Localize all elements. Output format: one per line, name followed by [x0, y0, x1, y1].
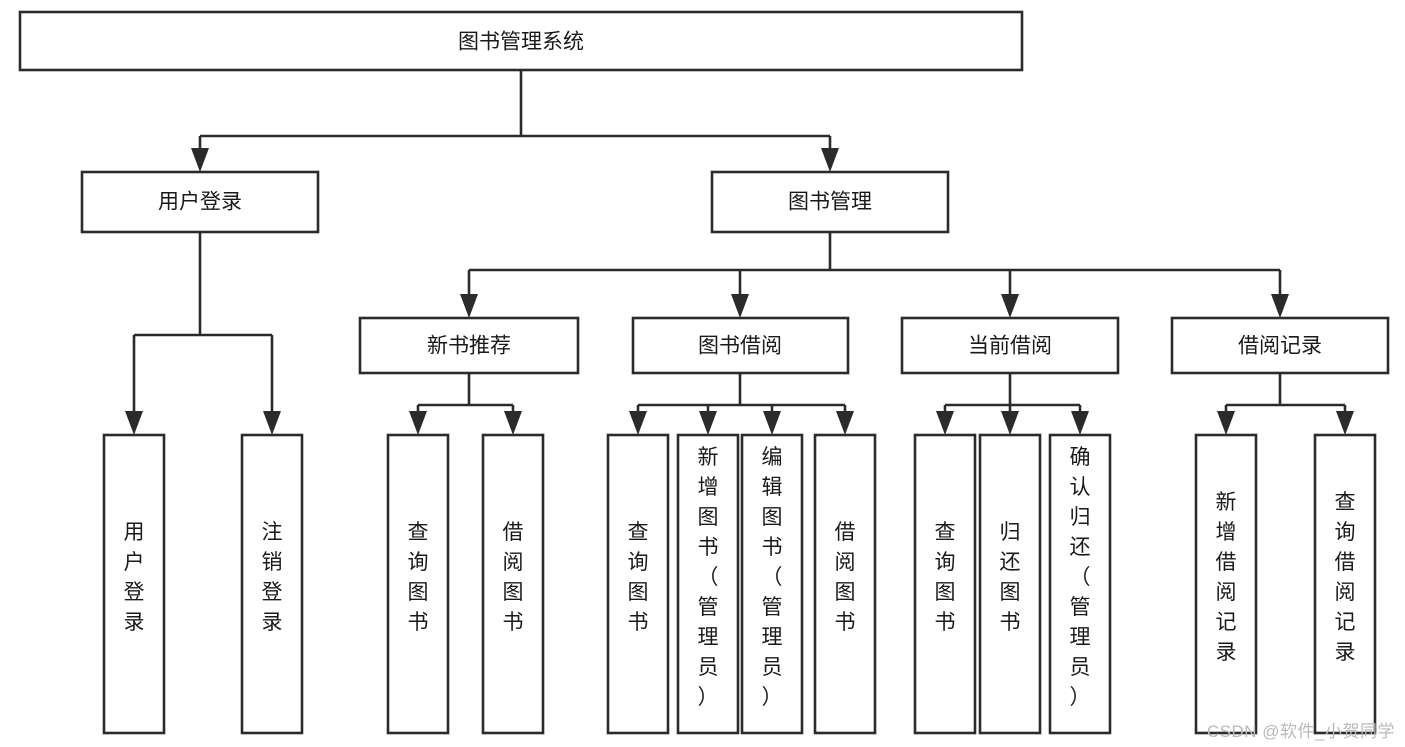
node-leaf-query-books-1[interactable]: 查询图书 [386, 433, 450, 735]
node-leaf-logout-box[interactable] [240, 433, 304, 735]
arrow-to-leaf-edit-book [763, 411, 781, 435]
csdn-watermark: CSDN @软件_小贺同学 [1206, 722, 1395, 741]
node-leaf-query-books-3-box[interactable] [913, 433, 977, 735]
node-borrow-record[interactable]: 借阅记录 [1170, 316, 1390, 375]
node-user-login-label: 用户登录 [158, 191, 242, 214]
arrow-to-leaf-query-books-1 [409, 411, 427, 435]
connector-book-borrow-trunk [636, 373, 847, 421]
arrow-to-new-book-rec [460, 294, 478, 318]
node-leaf-user-login-box[interactable] [102, 433, 166, 735]
node-new-book-rec-box[interactable] [358, 316, 580, 375]
node-book-borrow-label: 图书借阅 [698, 335, 782, 358]
node-book-borrow-box[interactable] [631, 316, 850, 375]
node-leaf-borrow-books-2-label: 借阅图书 [835, 521, 856, 634]
node-leaf-logout[interactable]: 注销登录 [240, 433, 304, 735]
arrow-to-borrow-record [1271, 294, 1289, 318]
arrow-to-book-borrow [731, 294, 749, 318]
node-borrow-record-box[interactable] [1170, 316, 1390, 375]
node-leaf-confirm-return-label: 确认归还（管理员） [1070, 446, 1091, 709]
connector-borrow-record-trunk [1224, 373, 1347, 421]
node-leaf-add-book-label: 新增图书（管理员） [698, 446, 719, 709]
node-leaf-user-login-label: 用户登录 [124, 521, 145, 634]
node-book-mgmt[interactable]: 图书管理 [710, 170, 950, 234]
arrow-to-user-login [191, 148, 209, 172]
arrow-to-leaf-confirm-return [1071, 411, 1089, 435]
node-user-login[interactable]: 用户登录 [80, 170, 320, 234]
node-leaf-query-books-1-label: 查询图书 [408, 521, 429, 634]
node-leaf-borrow-books-2-box[interactable] [813, 433, 877, 735]
node-leaf-query-books-3[interactable]: 查询图书 [913, 433, 977, 735]
node-leaf-logout-label: 注销登录 [262, 521, 283, 634]
node-leaf-query-record-box[interactable] [1313, 433, 1377, 735]
node-leaf-edit-book-label: 编辑图书（管理员） [762, 446, 783, 709]
node-root[interactable]: 图书管理系统 [18, 10, 1024, 72]
node-leaf-return-book-label: 归还图书 [1000, 521, 1021, 634]
node-root-label: 图书管理系统 [458, 31, 584, 54]
node-leaf-return-book-box[interactable] [978, 433, 1042, 735]
node-leaf-query-books-2-box[interactable] [606, 433, 670, 735]
node-leaf-borrow-books-2[interactable]: 借阅图书 [813, 433, 877, 735]
node-book-mgmt-box[interactable] [710, 170, 950, 234]
node-leaf-add-record[interactable]: 新增借阅记录 [1194, 433, 1258, 735]
arrow-to-leaf-logout [263, 411, 281, 435]
node-leaf-query-books-3-label: 查询图书 [935, 521, 956, 634]
arrow-to-leaf-return-book [1001, 411, 1019, 435]
arrow-to-current-borrow [1001, 294, 1019, 318]
node-leaf-query-record-label: 查询借阅记录 [1335, 491, 1356, 664]
node-leaf-return-book[interactable]: 归还图书 [978, 433, 1042, 735]
node-new-book-rec[interactable]: 新书推荐 [358, 316, 580, 375]
node-leaf-query-books-2-label: 查询图书 [628, 521, 649, 634]
node-leaf-edit-book[interactable]: 编辑图书（管理员） [740, 433, 804, 735]
node-current-borrow[interactable]: 当前借阅 [900, 316, 1120, 375]
node-leaf-confirm-return-box[interactable] [1048, 433, 1112, 735]
arrow-to-book-mgmt [821, 148, 839, 172]
node-leaf-borrow-books-1[interactable]: 借阅图书 [481, 433, 545, 735]
node-book-borrow[interactable]: 图书借阅 [631, 316, 850, 375]
connector-book-mgmt-trunk [467, 232, 1282, 304]
node-leaf-borrow-books-1-label: 借阅图书 [503, 521, 524, 634]
node-borrow-record-label: 借阅记录 [1238, 335, 1322, 358]
node-current-borrow-label: 当前借阅 [968, 335, 1052, 358]
node-current-borrow-box[interactable] [900, 316, 1120, 375]
node-leaf-edit-book-box[interactable] [740, 433, 804, 735]
node-leaf-add-record-label: 新增借阅记录 [1216, 491, 1237, 664]
node-leaf-query-record[interactable]: 查询借阅记录 [1313, 433, 1377, 735]
connector-layer [125, 70, 1354, 435]
arrow-to-leaf-query-record [1336, 411, 1354, 435]
node-leaf-query-books-2[interactable]: 查询图书 [606, 433, 670, 735]
node-leaf-add-record-box[interactable] [1194, 433, 1258, 735]
arrow-to-leaf-borrow-books-2 [836, 411, 854, 435]
node-leaf-user-login[interactable]: 用户登录 [102, 433, 166, 735]
arrow-to-leaf-user-login [125, 411, 143, 435]
node-new-book-rec-label: 新书推荐 [427, 335, 511, 358]
connector-user-login-trunk [132, 232, 274, 421]
node-leaf-confirm-return[interactable]: 确认归还（管理员） [1048, 433, 1112, 735]
arrow-to-leaf-add-record [1217, 411, 1235, 435]
node-user-login-box[interactable] [80, 170, 320, 234]
arrow-to-leaf-query-books-2 [629, 411, 647, 435]
connector-new-book-rec-trunk [416, 373, 515, 421]
node-leaf-borrow-books-1-box[interactable] [481, 433, 545, 735]
node-root-box[interactable] [18, 10, 1024, 72]
node-book-mgmt-label: 图书管理 [788, 191, 872, 214]
node-leaf-add-book-box[interactable] [676, 433, 740, 735]
arrow-to-leaf-borrow-books-1 [504, 411, 522, 435]
node-leaf-query-books-1-box[interactable] [386, 433, 450, 735]
node-leaf-add-book[interactable]: 新增图书（管理员） [676, 433, 740, 735]
arrow-to-leaf-add-book [699, 411, 717, 435]
connector-root-trunk [198, 70, 832, 158]
arrow-to-leaf-query-books-3 [936, 411, 954, 435]
